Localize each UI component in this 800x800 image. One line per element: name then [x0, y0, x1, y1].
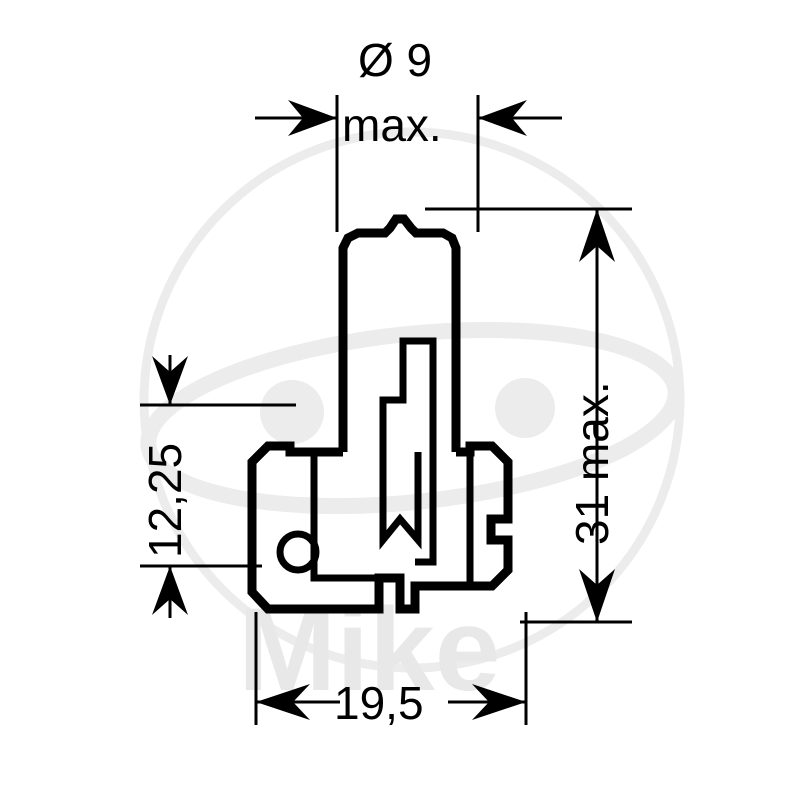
diameter-qualifier-label: max.: [342, 99, 442, 151]
base-centre-pin-wall: [415, 452, 437, 566]
height-arrow-bottom-icon: [579, 569, 615, 622]
base-width-arrow-left-icon: [256, 684, 310, 720]
diameter-arrow-left-icon: [288, 100, 337, 136]
base-contact-wall-left: [310, 452, 379, 582]
base-centre-pin: [379, 452, 422, 550]
bulb-glass-envelope: [338, 214, 461, 452]
base-width-arrow-right-icon: [472, 684, 526, 720]
bulb-base-body: [247, 441, 513, 614]
base-height-arrow-bottom-icon: [152, 566, 188, 615]
watermark-dot-left-icon: [260, 380, 324, 444]
bulb-filament-support: [379, 337, 437, 452]
base-height-label: 12,25: [139, 443, 191, 558]
dimension-base-width: 19,5: [254, 612, 528, 729]
diameter-arrow-right-icon: [478, 100, 527, 136]
dimension-height: 31 max.: [425, 207, 632, 624]
diameter-label: Ø 9: [358, 34, 432, 86]
height-label: 31 max.: [566, 381, 618, 545]
watermark-dot-right-icon: [495, 378, 555, 438]
base-width-label: 19,5: [334, 677, 424, 729]
base-height-arrow-top-icon: [152, 356, 188, 405]
dimension-base-height: 12,25: [139, 355, 296, 618]
base-hole-icon: [276, 530, 320, 574]
dimension-diameter: Ø 9 max.: [255, 34, 562, 232]
height-arrow-top-icon: [579, 209, 615, 262]
